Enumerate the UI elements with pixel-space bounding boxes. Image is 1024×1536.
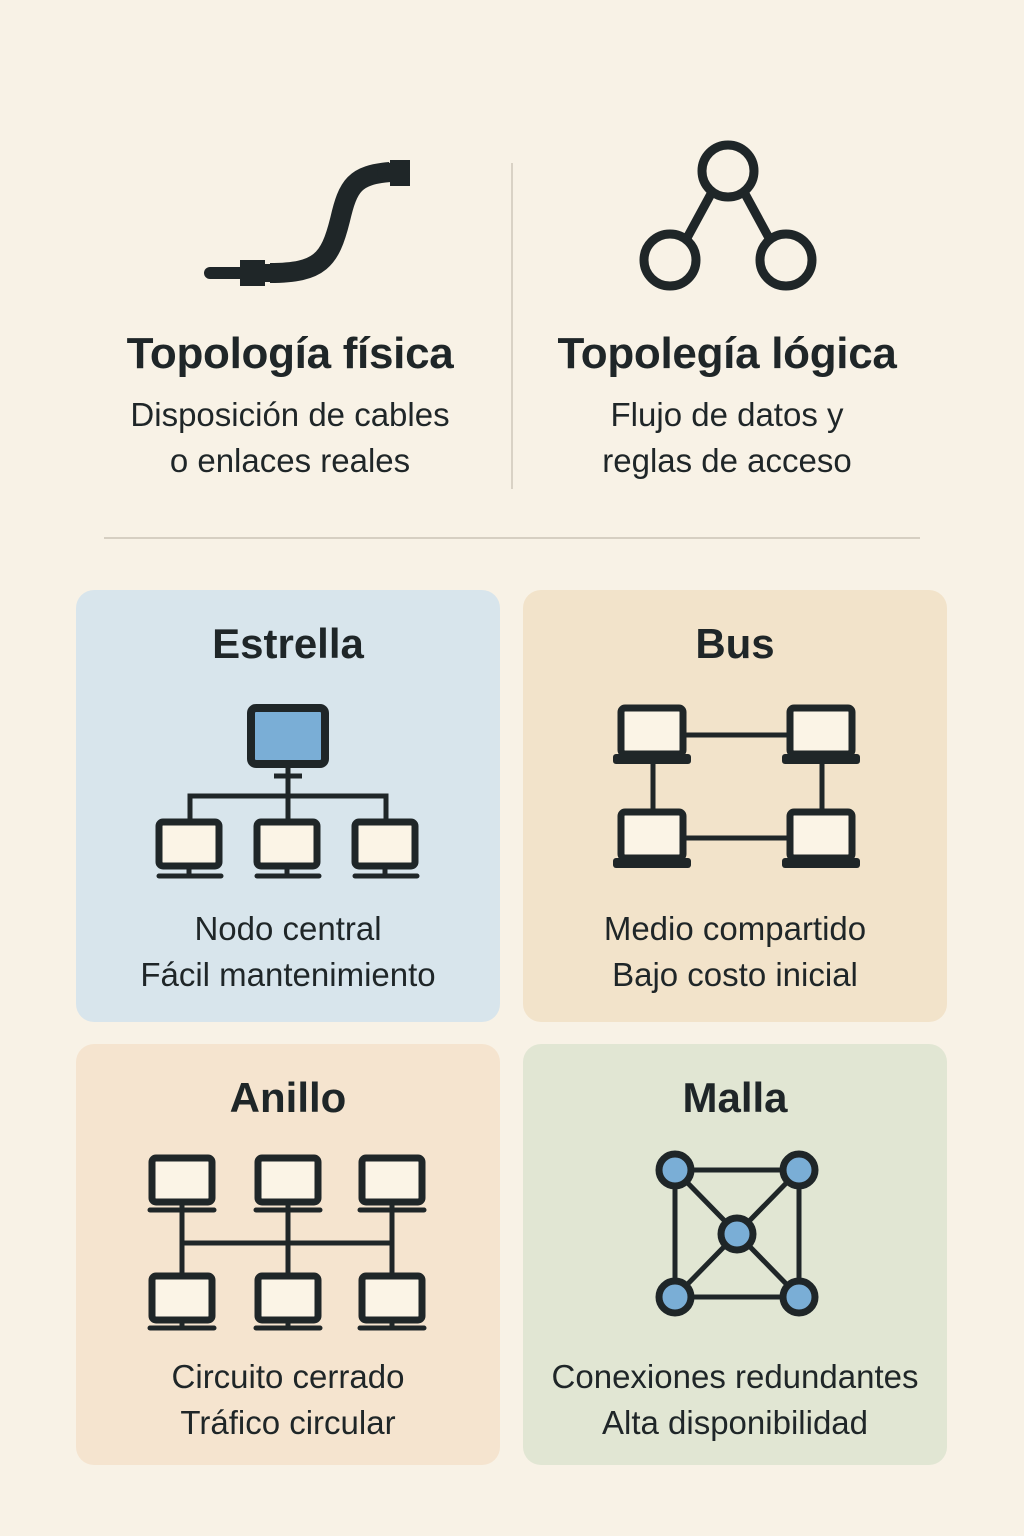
logical-topology-title: Topolegía lógica [557,329,897,378]
network-nodes-icon [639,140,817,291]
card-desc: Conexiones redundantes Alta disponibilid… [523,1354,947,1446]
physical-topology-title: Topología física [126,329,454,378]
bus-topology-icon [613,704,860,868]
card-title: Bus [695,620,775,667]
desc-line: reglas de acceso [602,442,852,480]
mesh-topology-icon [655,1150,819,1317]
horizontal-divider [104,537,920,539]
card-bus: Bus Medio compartido Bajo costo inicial [523,590,947,1022]
desc-line: Fácil mantenimiento [140,956,436,993]
ring-topology-icon [147,1154,427,1331]
card-malla: Malla Conexiones redundantes Alta dispon… [523,1044,947,1465]
card-desc: Medio compartido Bajo costo inicial [523,906,947,998]
logical-topology-desc: Flujo de datos y reglas de acceso [507,392,947,484]
desc-line: Nodo central [194,910,382,947]
desc-line: Flujo de datos y [610,396,844,434]
card-desc: Nodo central Fácil mantenimiento [76,906,500,998]
desc-line: Alta disponibilidad [601,1404,868,1441]
topology-types-header: Topología física Disposición de cables o… [0,0,1024,540]
physical-topology-desc: Disposición de cables o enlaces reales [70,392,510,484]
card-anillo: Anillo Circuito cerrado Tráfico circular [76,1044,500,1465]
card-title: Estrella [212,620,364,667]
card-title: Malla [682,1074,788,1121]
desc-line: Tráfico circular [180,1404,396,1441]
card-desc: Circuito cerrado Tráfico circular [76,1354,500,1446]
card-estrella: Estrella Nodo central Fácil mantenimient… [76,590,500,1022]
desc-line: Bajo costo inicial [612,956,858,993]
logical-topology-column: Topolegía lógica Flujo de datos y reglas… [507,130,947,484]
cable-icon [204,160,410,286]
desc-line: Circuito cerrado [171,1358,405,1395]
desc-line: Disposición de cables [130,396,450,434]
physical-topology-column: Topología física Disposición de cables o… [70,130,510,484]
desc-line: Medio compartido [603,910,867,947]
vertical-divider [511,163,513,489]
desc-line: o enlaces reales [169,442,411,480]
card-title: Anillo [229,1074,347,1121]
desc-line: Conexiones redundantes [551,1358,919,1395]
star-topology-icon [155,704,420,879]
